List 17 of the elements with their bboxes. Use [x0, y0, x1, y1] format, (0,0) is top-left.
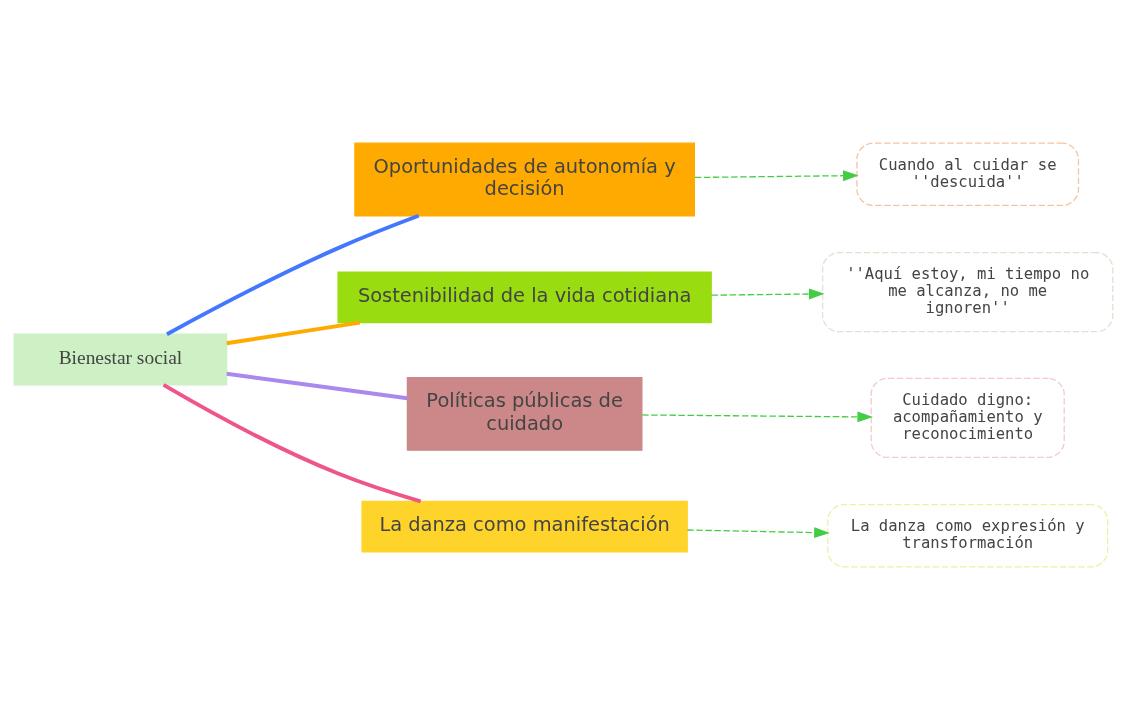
node-box: Sostenibilidad de la vida cotidiana — [337, 270, 712, 323]
connector — [162, 382, 422, 503]
node-box: La danza como expresión y transformación — [827, 503, 1109, 567]
node-box: Políticas públicas de cuidado — [406, 376, 643, 451]
arrow — [710, 288, 825, 299]
arrow — [694, 169, 859, 181]
node-box: ''Aquí estoy, mi tiempo no me alcanza, no me ignoren'' — [821, 251, 1114, 332]
arrow — [641, 410, 873, 422]
arrow — [686, 526, 830, 538]
node-box: La danza como manifestación — [361, 500, 688, 553]
connector — [226, 320, 361, 345]
connector — [166, 213, 420, 336]
node-box: Cuidado digno: acompañamiento y reconocimiento — [870, 377, 1065, 458]
node-box: Cuando al cuidar se ''descuida'' — [856, 142, 1080, 206]
node-box: Oportunidades de autonomía y decisión — [354, 142, 695, 216]
connector — [226, 371, 408, 400]
node-box: Bienestar social — [13, 333, 228, 385]
